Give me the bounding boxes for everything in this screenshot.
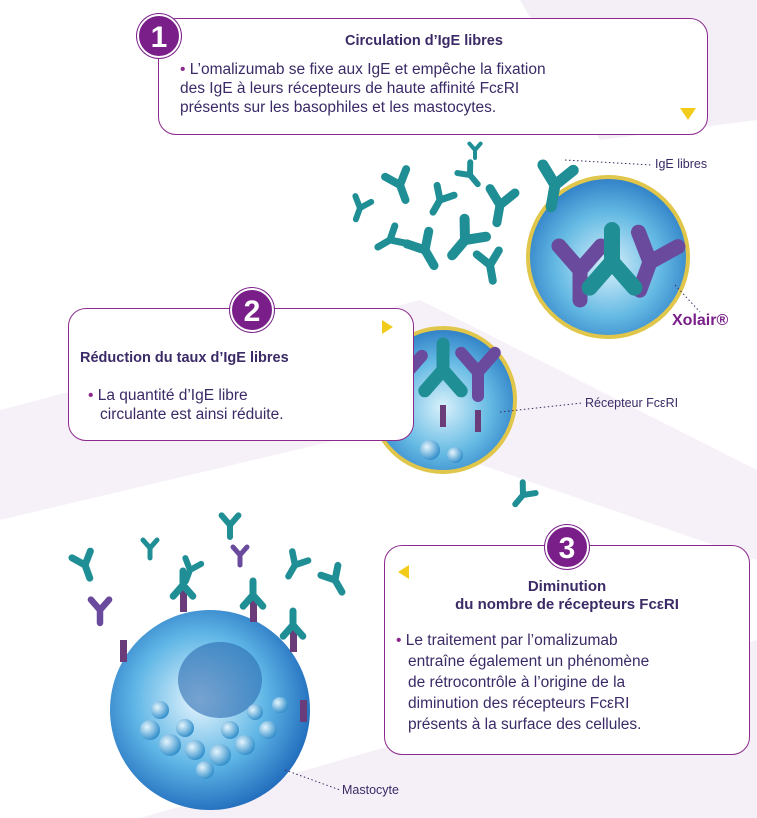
step-2-title: Réduction du taux d’IgE libres: [80, 350, 289, 366]
label-xolair: Xolair®: [672, 312, 729, 329]
label-mastocyte: Mastocyte: [342, 783, 399, 797]
step-3-text: • Le traitement par l’omalizumab entraîn…: [396, 630, 741, 735]
step-3-line-4: diminution des récepteurs FcεRI: [408, 695, 630, 712]
step-1-arrow-icon: [680, 108, 696, 120]
step-3-arrow-icon: [398, 565, 409, 579]
mastocyte-cell: [110, 571, 310, 810]
step-2-box: [68, 308, 414, 441]
step-3-title-line-1: Diminution: [527, 578, 607, 595]
step-1-badge: 1: [137, 14, 181, 58]
step-3-line-3: de rétrocontrôle à l’origine de la: [408, 674, 626, 691]
step-3-line-1: Le traitement par l’omalizumab: [405, 632, 618, 649]
step-3-line-5: présents à la surface des cellules.: [408, 716, 642, 733]
leader-lines: [284, 159, 701, 791]
label-recepteur: Récepteur FcεRI: [585, 396, 679, 410]
step-2-line-2: circulante est ainsi réduite.: [100, 406, 284, 423]
step-1-box: [158, 18, 708, 135]
step-2-text: • La quantité d’IgE libre circulante est…: [88, 386, 368, 424]
step-2-badge: 2: [230, 288, 274, 332]
step-3-title-line-2: du nombre de récepteurs FcεRI: [455, 596, 679, 613]
step-2-arrow-icon: [382, 320, 393, 334]
label-ige-libres: IgE libres: [655, 157, 708, 171]
zoom-circle-binding: [526, 175, 690, 339]
step-2-line-1: La quantité d’IgE libre: [97, 387, 248, 404]
step-3-box: [384, 545, 750, 755]
step-1-line-3: présents sur les basophiles et les masto…: [180, 99, 497, 116]
step-3-badge: 3: [545, 525, 589, 569]
step-1-text: • L’omalizumab se fixe aux IgE et empêch…: [180, 60, 700, 117]
step-1-line-1: L’omalizumab se fixe aux IgE et empêche …: [189, 61, 546, 78]
step-1-title: Circulation d’IgE libres: [345, 33, 503, 49]
step-3-title: Diminution du nombre de récepteurs FcεRI: [384, 578, 750, 614]
step-3-line-2: entraîne également un phénomène: [408, 653, 650, 670]
step-1-line-2: des IgE à leurs récepteurs de haute affi…: [180, 80, 520, 97]
